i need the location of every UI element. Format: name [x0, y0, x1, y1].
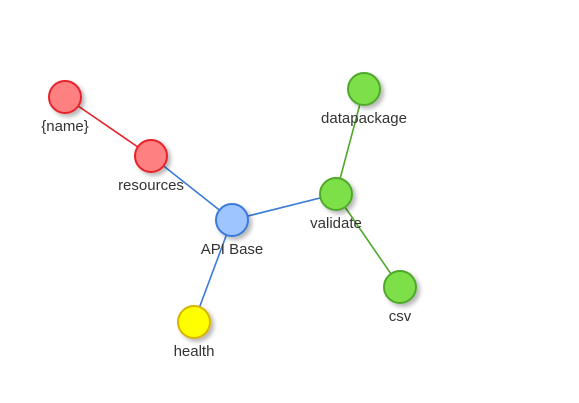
- edge-api-base-health: [193, 219, 233, 323]
- node-label-api-base: API Base: [201, 241, 264, 258]
- edge-validate-csv: [335, 193, 401, 288]
- edge-api-base-validate: [231, 193, 337, 221]
- node-resources[interactable]: [134, 139, 168, 173]
- node-datapackage[interactable]: [347, 72, 381, 106]
- node-validate[interactable]: [319, 177, 353, 211]
- edge-name-resources: [64, 96, 152, 157]
- node-label-csv: csv: [389, 308, 412, 325]
- node-label-name: {name}: [41, 118, 89, 135]
- edge-resources-api-base: [150, 155, 233, 221]
- node-label-validate: validate: [310, 215, 362, 232]
- node-health[interactable]: [177, 305, 211, 339]
- node-name[interactable]: [48, 80, 82, 114]
- node-csv[interactable]: [383, 270, 417, 304]
- node-label-datapackage: datapackage: [321, 110, 407, 127]
- node-label-health: health: [174, 343, 215, 360]
- edges-layer: [64, 88, 401, 323]
- nodes-layer: [48, 72, 417, 339]
- node-api-base[interactable]: [215, 203, 249, 237]
- node-label-resources: resources: [118, 177, 184, 194]
- edge-validate-datapackage: [335, 88, 365, 195]
